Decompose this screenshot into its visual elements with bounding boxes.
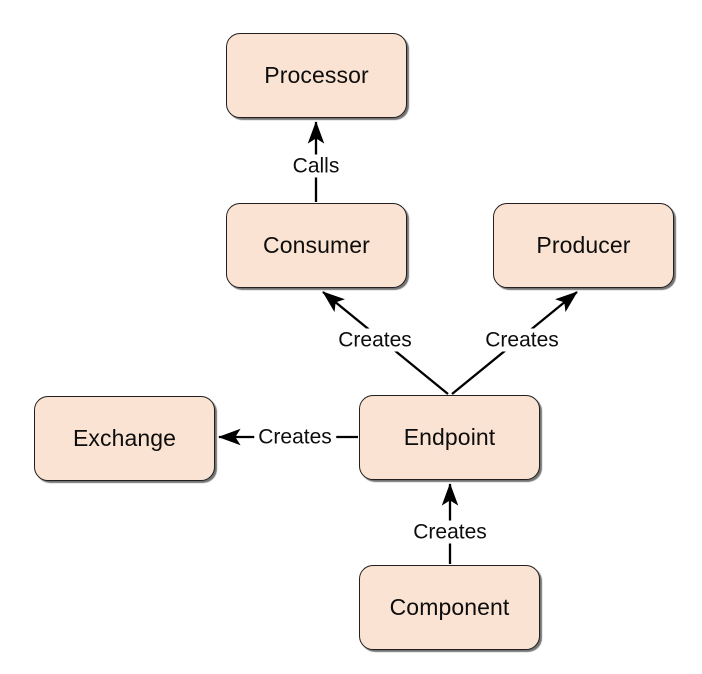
edge-label-endpoint-creates-exchange: Creates: [254, 425, 336, 449]
node-producer-label: Producer: [536, 232, 631, 258]
edge-label-consumer-calls-processor: Calls: [288, 154, 344, 178]
node-exchange-label: Exchange: [72, 425, 177, 451]
node-consumer-label: Consumer: [263, 232, 370, 258]
node-exchange[interactable]: Exchange: [34, 396, 215, 481]
node-producer[interactable]: Producer: [493, 203, 674, 288]
node-component[interactable]: Component: [359, 565, 540, 650]
node-endpoint-label: Endpoint: [403, 424, 496, 450]
edge-label-component-creates-endpoint: Creates: [409, 520, 491, 544]
node-processor[interactable]: Processor: [226, 33, 407, 118]
node-processor-label: Processor: [264, 62, 369, 88]
node-endpoint[interactable]: Endpoint: [359, 395, 540, 480]
node-consumer[interactable]: Consumer: [226, 203, 407, 288]
node-component-label: Component: [389, 594, 510, 620]
edge-label-endpoint-creates-producer: Creates: [481, 328, 563, 352]
edge-label-endpoint-creates-consumer: Creates: [334, 328, 416, 352]
